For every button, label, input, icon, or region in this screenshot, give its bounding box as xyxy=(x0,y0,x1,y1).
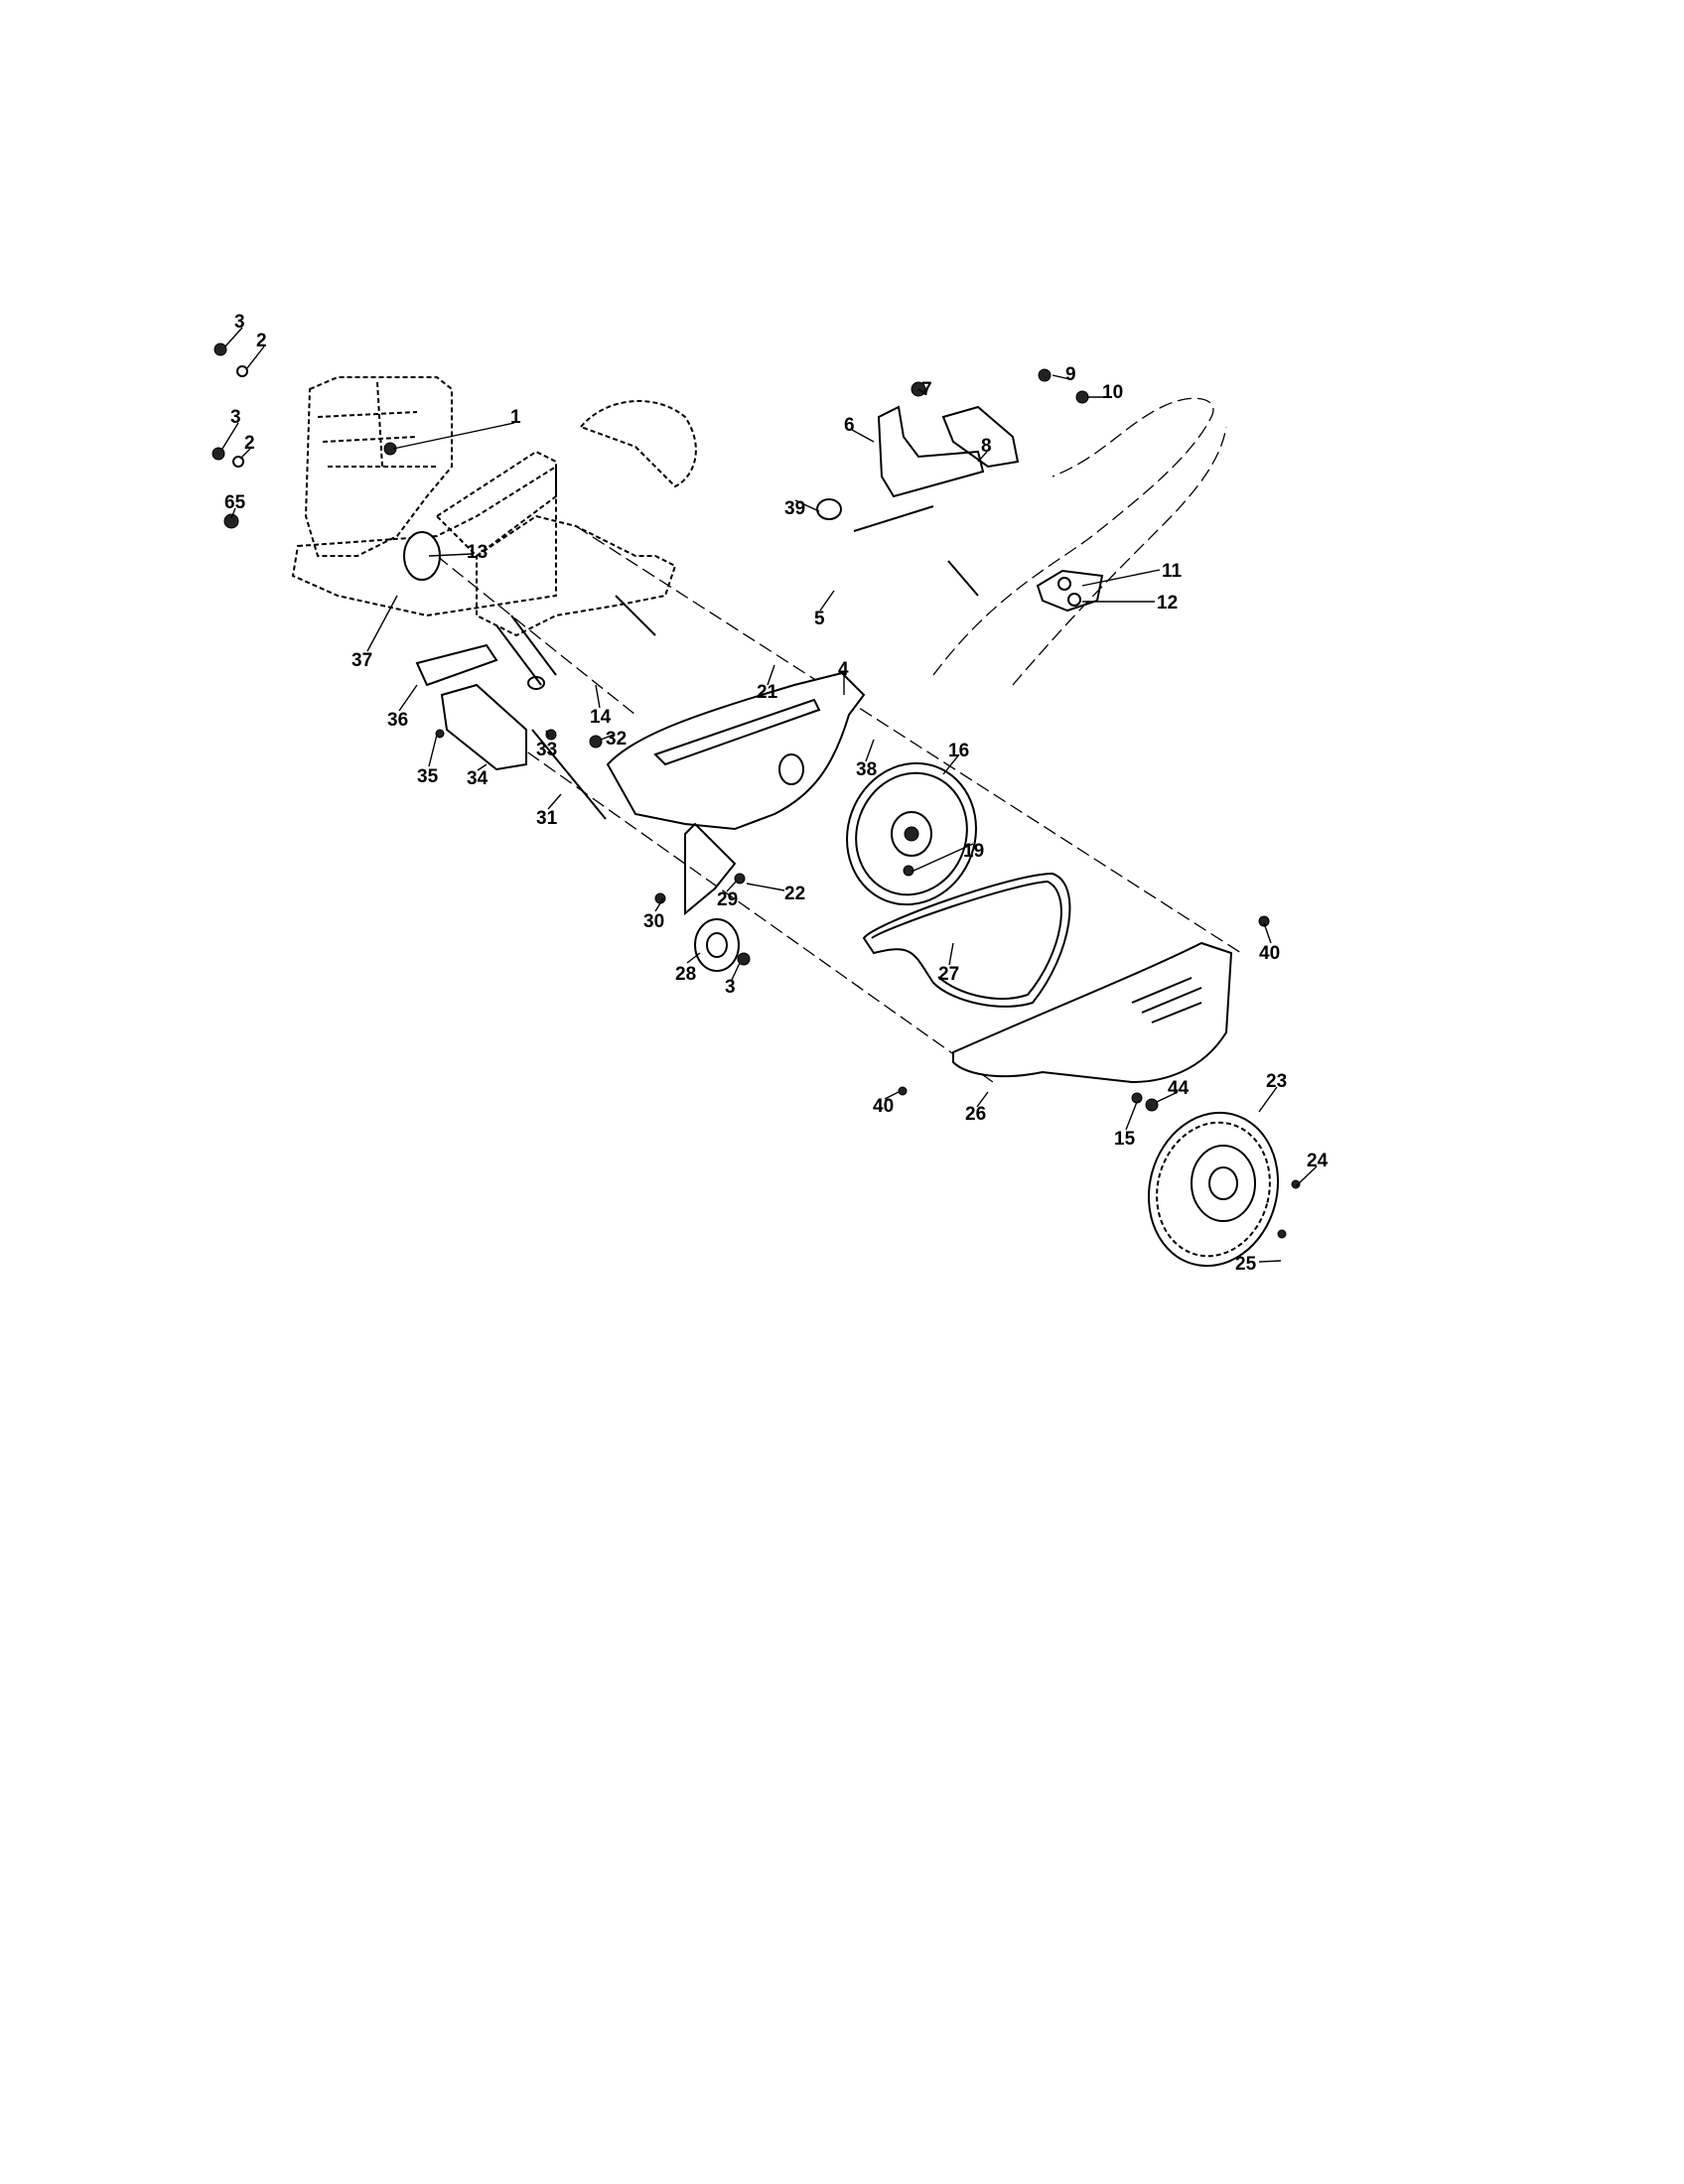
mounting-bracket xyxy=(415,643,498,687)
callout-label: 14 xyxy=(590,707,612,728)
tine-housing-frame xyxy=(435,400,697,690)
callout-label: 30 xyxy=(643,911,664,932)
callout-label: 24 xyxy=(1307,1151,1329,1171)
control-bracket xyxy=(877,405,985,498)
callout-label: 36 xyxy=(387,710,408,731)
callout-label: 5 xyxy=(814,609,825,629)
callout-label: 7 xyxy=(921,379,932,400)
callout-label: 23 xyxy=(1266,1071,1287,1092)
weight xyxy=(440,683,527,771)
callout-label: 10 xyxy=(1102,382,1123,403)
callout-label: 33 xyxy=(536,740,557,760)
callout-label: 4 xyxy=(838,659,849,680)
callout-label: 16 xyxy=(948,741,969,761)
callout-label: 35 xyxy=(417,766,439,787)
callout-label: 2 xyxy=(256,331,267,351)
callout-label: 8 xyxy=(981,436,992,457)
callout-label: 25 xyxy=(1235,1254,1257,1275)
callout-label: 12 xyxy=(1157,593,1178,614)
wheel xyxy=(1147,1111,1280,1268)
callout-label: 3 xyxy=(230,407,241,428)
callout-label: 40 xyxy=(1259,943,1280,964)
callout-label: 3 xyxy=(234,312,245,333)
bottom-cover xyxy=(952,941,1233,1084)
belt-cover xyxy=(606,671,866,831)
shaft-end xyxy=(527,676,545,690)
callout-label: 26 xyxy=(965,1104,986,1125)
callout-label: 3 xyxy=(725,977,736,998)
callout-label: 15 xyxy=(1114,1129,1136,1150)
callout-label: 40 xyxy=(873,1096,894,1117)
callout-label: 11 xyxy=(1162,561,1183,582)
callout-label: 38 xyxy=(856,759,877,780)
callout-label: 1 xyxy=(510,407,521,428)
idler-bracket xyxy=(684,822,737,916)
idler-pulley xyxy=(694,918,740,972)
drive-belt xyxy=(862,872,1071,1008)
callout-label: 21 xyxy=(757,682,778,703)
callout-label: 9 xyxy=(1065,364,1076,385)
callout-label: 34 xyxy=(467,768,489,789)
callout-label: 13 xyxy=(467,542,488,563)
callout-label: 22 xyxy=(784,884,805,904)
callout-label: 31 xyxy=(536,808,558,829)
callout-label: 39 xyxy=(784,498,805,519)
callout-label: 44 xyxy=(1168,1078,1190,1099)
callout-label: 6 xyxy=(844,415,855,436)
callout-label: 2 xyxy=(244,433,255,454)
callout-label: 32 xyxy=(606,729,627,750)
drive-pulley xyxy=(846,761,977,906)
callout-label: 28 xyxy=(675,964,696,985)
callout-label: 19 xyxy=(963,841,984,862)
callout-label: 37 xyxy=(351,650,372,671)
callout-labels: 3 2 3 2 65 1 13 37 36 14 21 4 32 33 35 3… xyxy=(224,312,1329,1275)
pivot-plate xyxy=(1036,569,1104,613)
callout-label: 65 xyxy=(224,492,246,513)
callout-label: 29 xyxy=(717,889,738,910)
callout-label: 27 xyxy=(938,964,959,985)
